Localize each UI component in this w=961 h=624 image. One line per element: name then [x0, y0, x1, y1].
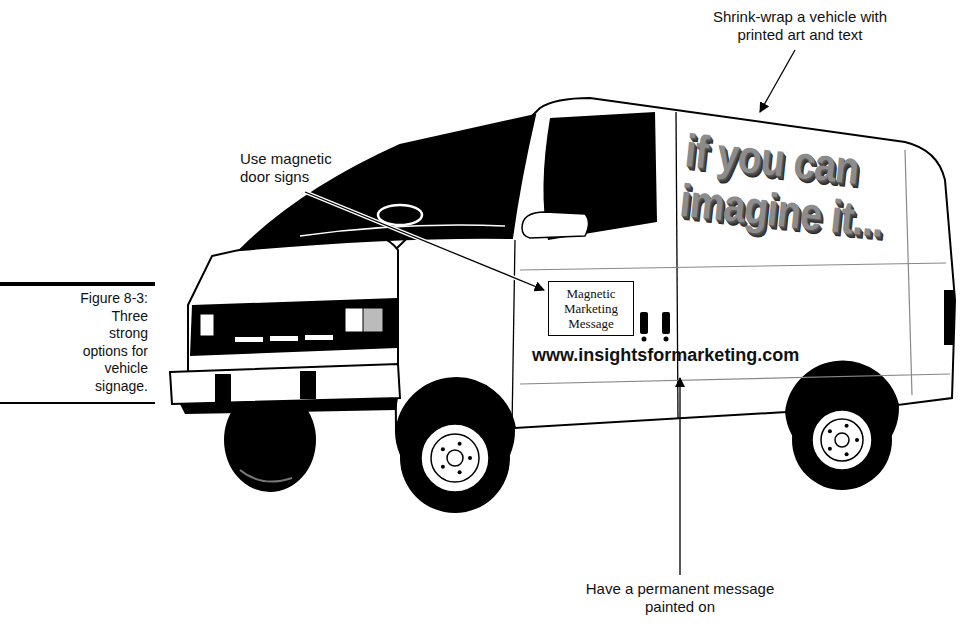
rear-tire [792, 390, 892, 490]
door-seam [676, 112, 678, 418]
url-text: www.insightsformarketing.com [532, 344, 852, 366]
wheel-rim [821, 419, 863, 461]
rear-door-seam [905, 150, 912, 395]
lug-nut [441, 465, 445, 469]
leader-line [305, 192, 544, 290]
grille-slot [305, 335, 333, 340]
wheel-hub [835, 433, 849, 447]
grille-slot [270, 336, 298, 341]
leader-line [760, 50, 795, 112]
leader-halo [305, 192, 544, 290]
grille [190, 298, 397, 356]
valance [180, 398, 398, 414]
caption-rule [0, 282, 155, 286]
figure-caption: Figure 8-3: Three strong options for veh… [72, 290, 148, 395]
wheel-rim [431, 434, 479, 482]
headlight [200, 314, 214, 336]
lug-nut [458, 470, 462, 474]
lug-nut [468, 456, 472, 460]
callout-label: Use magnetic door signs [240, 150, 350, 186]
callout-label: Shrink-wrap a vehicle with printed art a… [695, 8, 905, 44]
wheel-rim [421, 424, 489, 492]
lug-nut [845, 452, 849, 456]
lug-nut [828, 429, 832, 433]
door-lock [642, 337, 647, 342]
front-tire [400, 403, 510, 513]
windshield [240, 115, 535, 250]
lug-nut [845, 424, 849, 428]
van-front [188, 232, 398, 380]
callout-label: Have a permanent message painted on [575, 580, 785, 616]
wheel-hub [447, 450, 463, 466]
grille-slot [235, 337, 263, 342]
tire-highlight [240, 470, 292, 482]
side-mirror [522, 212, 589, 238]
wheel-rim [812, 410, 872, 470]
headlight [345, 308, 383, 332]
door-handle [662, 312, 670, 334]
lug-nut [458, 442, 462, 446]
sign-text: Magnetic Marketing Message [555, 286, 627, 331]
lug-nut [855, 438, 859, 442]
bumper-guard [300, 371, 316, 399]
door-handle [640, 312, 648, 334]
bumper-guard [215, 374, 231, 402]
caption-rule [0, 402, 155, 404]
lug-nut [828, 447, 832, 451]
body-crease [520, 263, 946, 270]
body-crease [520, 374, 950, 384]
magnetic-sign: Magnetic Marketing Message [548, 281, 634, 336]
leader-line [679, 378, 680, 575]
steering-wheel [378, 205, 422, 225]
lug-nut [441, 447, 445, 451]
headlight [345, 308, 363, 332]
tail-light [944, 290, 954, 345]
door-lock [664, 337, 669, 342]
door-seam [512, 240, 515, 428]
bumper [170, 364, 400, 404]
